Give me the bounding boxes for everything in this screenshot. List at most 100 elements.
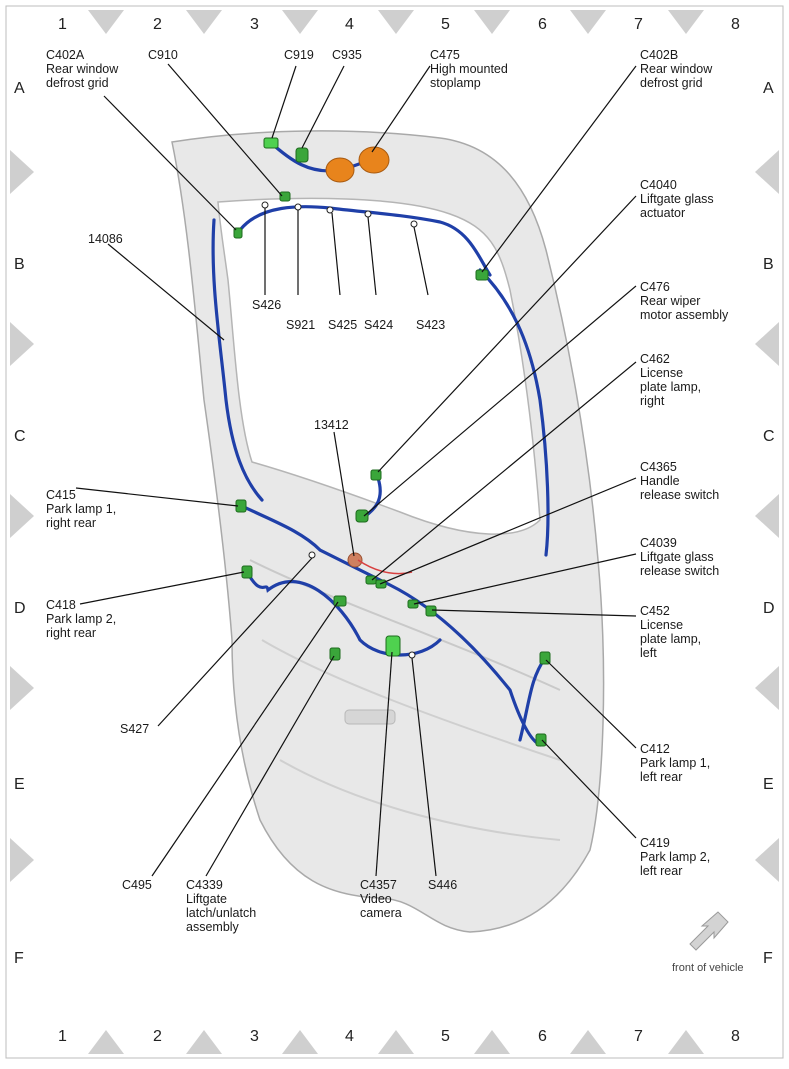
label-c475: C475 High mounted stoplamp	[430, 48, 508, 90]
handle-recess	[344, 709, 396, 725]
leader-c935	[301, 65, 345, 149]
leader-c910	[167, 63, 283, 197]
connector-c910	[279, 191, 291, 202]
leader-c476	[363, 285, 637, 517]
leader-c402a	[103, 95, 237, 231]
grid-row-a-left: A	[14, 80, 25, 97]
grid-col-7-bottom: 7	[634, 1028, 643, 1045]
leader-c475	[371, 65, 431, 153]
leader-c462	[371, 361, 637, 581]
leader-c495	[151, 601, 339, 877]
leader-14086	[107, 243, 225, 341]
grid-col-8-bottom: 8	[731, 1028, 740, 1045]
harness-mid	[238, 503, 542, 747]
connector-c4040	[370, 469, 382, 481]
grid-row-c-left: C	[14, 428, 26, 445]
grid-col-5-bottom: 5	[441, 1028, 450, 1045]
label-s446: S446	[428, 878, 458, 892]
grid-row-f-right: F	[763, 950, 773, 967]
leader-s424	[367, 216, 377, 296]
splice-s446	[408, 651, 416, 659]
label-c4040: C4040 Liftgate glass actuator	[640, 178, 714, 220]
grid-col-3-bottom: 3	[250, 1028, 259, 1045]
label-c910: C910	[148, 48, 178, 62]
label-c412: C412 Park lamp 1, left rear	[640, 742, 711, 784]
label-s426: S426	[252, 298, 282, 312]
label-c4039: C4039 Liftgate glass release switch	[640, 536, 720, 578]
splice-s424	[364, 210, 372, 218]
connector-c4339	[329, 647, 341, 661]
connector-c4357	[385, 635, 401, 657]
leader-c4357	[375, 651, 393, 877]
label-c919: C919	[284, 48, 314, 62]
splice-s427	[308, 551, 316, 559]
grid-col-3-top: 3	[250, 16, 259, 33]
connector-c452	[425, 605, 437, 617]
connector-c402a	[233, 227, 243, 239]
harness-top	[238, 205, 492, 277]
leader-c415	[75, 487, 239, 507]
harness-right	[478, 268, 550, 557]
label-13412: 13412	[314, 418, 349, 432]
grid-col-8-top: 8	[731, 16, 740, 33]
leader-c919	[271, 65, 297, 139]
label-c4357: C4357 Video camera	[360, 878, 402, 920]
label-c452: C452 License plate lamp, left	[640, 604, 702, 660]
front-of-vehicle-arrow-icon	[689, 911, 729, 951]
label-c419: C419 Park lamp 2, left rear	[640, 836, 711, 878]
stoplamp-housing-left	[325, 157, 355, 183]
label-s427: S427	[120, 722, 150, 736]
grid-col-7-top: 7	[634, 16, 643, 33]
label-s423: S423	[416, 318, 446, 332]
connector-c402b	[475, 269, 489, 281]
grid-col-4-top: 4	[345, 16, 354, 33]
leader-c4040	[377, 195, 637, 473]
connector-c419	[535, 733, 547, 747]
connector-c919	[263, 137, 279, 149]
leader-s427	[157, 557, 313, 727]
label-c462: C462 License plate lamp, right	[640, 352, 702, 408]
grid-row-e-right: E	[763, 776, 774, 793]
label-14086: 14086	[88, 232, 123, 246]
grid-row-d-left: D	[14, 600, 26, 617]
grid-row-f-left: F	[14, 950, 24, 967]
splice-s426	[261, 201, 269, 209]
grid-row-c-right: C	[763, 428, 775, 445]
leader-13412	[333, 431, 355, 557]
label-s424: S424	[364, 318, 394, 332]
label-c4365: C4365 Handle release switch	[640, 460, 720, 502]
grid-markers	[10, 10, 779, 1054]
panel-detail	[249, 559, 561, 691]
leader-c4365	[379, 477, 637, 585]
splice-s425	[326, 206, 334, 214]
grid-col-4-bottom: 4	[345, 1028, 354, 1045]
connector-c4039	[407, 599, 419, 609]
harness-left	[211, 218, 264, 502]
label-s425: S425	[328, 318, 358, 332]
diagram-border	[5, 5, 784, 1059]
grid-col-6-top: 6	[538, 16, 547, 33]
harness-right-lamps	[518, 656, 547, 742]
label-c402b: C402B Rear window defrost grid	[640, 48, 713, 90]
splice-s921	[294, 203, 302, 211]
connector-c935	[295, 147, 309, 163]
connector-c476	[355, 509, 369, 523]
leader-s423	[413, 226, 429, 296]
grid-col-1-bottom: 1	[58, 1028, 67, 1045]
label-c4339: C4339 Liftgate latch/unlatch assembly	[186, 878, 257, 934]
plate-lamp-bracket	[347, 552, 363, 568]
splice-s423	[410, 220, 418, 228]
leader-c402b	[481, 65, 637, 273]
panel-detail	[279, 759, 561, 841]
grid-row-e-left: E	[14, 776, 25, 793]
leader-c412	[545, 659, 637, 749]
label-c935: C935	[332, 48, 362, 62]
label-c418: C418 Park lamp 2, right rear	[46, 598, 117, 640]
label-s921: S921	[286, 318, 316, 332]
stoplamp-housing-right	[358, 146, 390, 174]
grid-row-b-right: B	[763, 256, 774, 273]
leader-s446	[411, 657, 437, 877]
grid-row-a-right: A	[763, 80, 774, 97]
grid-row-d-right: D	[763, 600, 775, 617]
